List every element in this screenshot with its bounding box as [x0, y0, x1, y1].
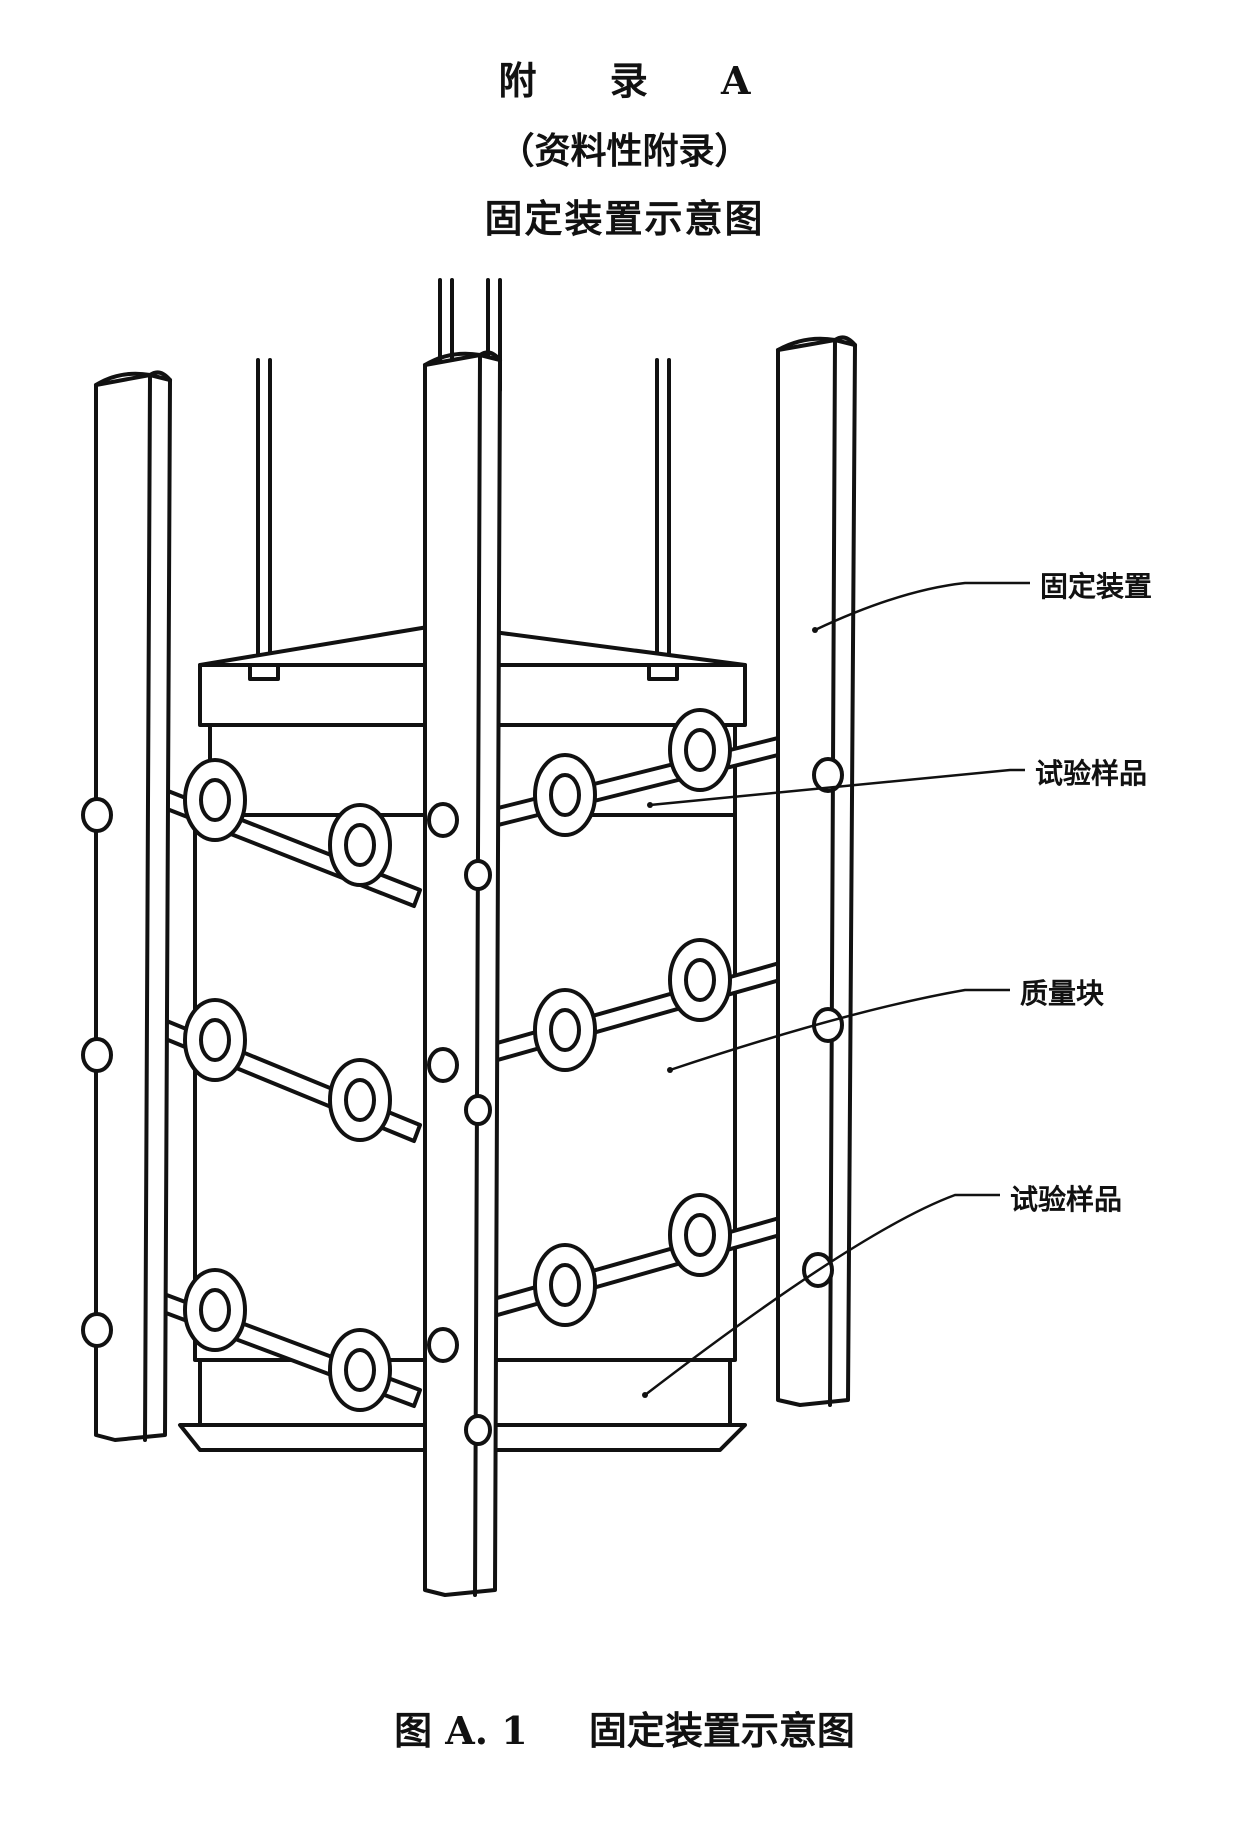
- figure-title: 固定装置示意图: [484, 196, 765, 241]
- appendix-type: （资料性附录）: [498, 130, 751, 172]
- label-sample-bottom: 试验样品: [1010, 1183, 1123, 1216]
- washers: [183, 708, 732, 1412]
- label-sample-top: 试验样品: [1035, 757, 1148, 790]
- hanging-rods: [256, 278, 671, 672]
- figure-number: 图 A. 1: [394, 1708, 528, 1753]
- label-fixture: 固定装置: [1040, 570, 1153, 603]
- post-bolts: [81, 757, 844, 1446]
- appendix-heading: 附 录 A: [498, 58, 781, 103]
- label-mass-block: 质量块: [1020, 977, 1105, 1010]
- leader-lines: [642, 581, 1030, 1398]
- figure-caption: 图 A. 1 固定装置示意图: [0, 1700, 1249, 1755]
- fixture-posts: [94, 335, 857, 1597]
- figure-caption-title: 固定装置示意图: [588, 1708, 855, 1753]
